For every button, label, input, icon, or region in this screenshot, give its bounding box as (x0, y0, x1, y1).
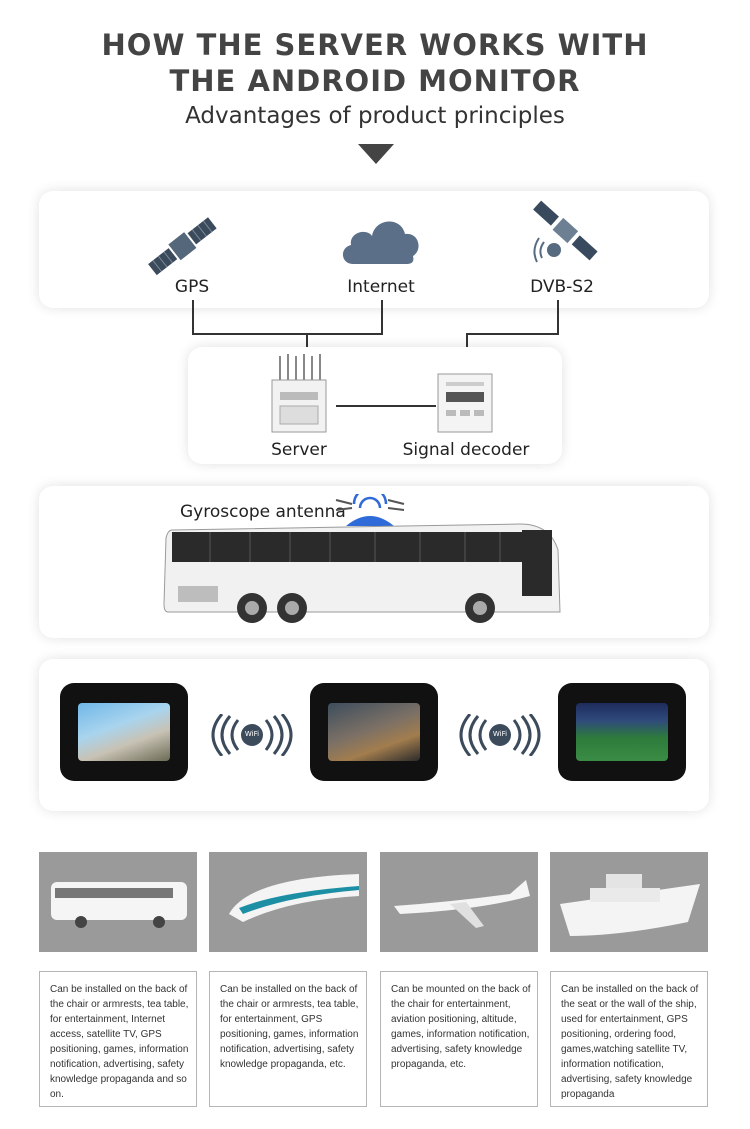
wifi-right-icon (459, 714, 541, 756)
gyroscope-antenna-label: Gyroscope antenna (180, 502, 346, 522)
server-label: Server (271, 440, 327, 460)
airplane-icon (394, 880, 530, 928)
wifi-left-icon (211, 714, 293, 756)
bus-icon (51, 882, 187, 928)
gps-satellite-icon (148, 217, 217, 276)
source-bus-line (192, 333, 383, 335)
signal-decoder-icon (437, 373, 493, 433)
ship-photo (550, 852, 708, 952)
cloud-icon (342, 221, 419, 264)
train-photo (209, 852, 367, 952)
airplane-description: Can be mounted on the back of the chair … (380, 971, 538, 1107)
ship-icon (560, 874, 700, 936)
page-title-line-1: HOW THE SERVER WORKS WITH (101, 28, 649, 62)
internet-label: Internet (347, 277, 415, 297)
page-title-line-2: THE ANDROID MONITOR (169, 64, 581, 98)
internet-connector (381, 300, 383, 335)
server-decoder-link (336, 405, 436, 407)
monitor-right (558, 683, 686, 781)
monitor-left (60, 683, 188, 781)
bus-photo (39, 852, 197, 952)
bus-description: Can be installed on the back of the chai… (39, 971, 197, 1107)
wifi-left-label: WiFi (244, 730, 260, 738)
dvb-bus-line (466, 333, 559, 335)
monitor-center-screen (328, 703, 420, 761)
monitor-center (310, 683, 438, 781)
gps-label: GPS (174, 277, 210, 297)
signal-decoder-label: Signal decoder (402, 440, 530, 460)
bus-illustration (163, 494, 561, 623)
page-subtitle: Advantages of product principles (185, 103, 565, 129)
dvb-s2-label: DVB-S2 (530, 277, 594, 297)
train-icon (229, 874, 359, 922)
wifi-right-label: WiFi (492, 730, 508, 738)
ship-description: Can be installed on the back of the seat… (550, 971, 708, 1107)
dvb-connector (557, 300, 559, 335)
airplane-photo (380, 852, 538, 952)
gps-connector (192, 300, 194, 335)
monitor-right-screen (576, 703, 668, 761)
monitor-left-screen (78, 703, 170, 761)
dvb-satellite-icon (533, 200, 598, 263)
train-description: Can be installed on the back of the chai… (209, 971, 367, 1107)
server-device-icon (271, 354, 327, 433)
down-arrow-icon (358, 144, 394, 164)
server-uplink (306, 333, 308, 359)
